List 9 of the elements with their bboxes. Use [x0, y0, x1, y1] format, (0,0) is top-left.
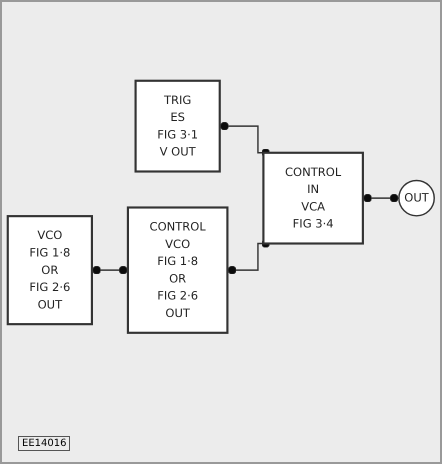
node-circle: OUT — [398, 180, 435, 217]
figure-code: EE14016 — [18, 436, 70, 451]
node-box: CONTROL VCO FIG 1·8 OR FIG 2·6 OUT — [126, 206, 228, 334]
connector — [362, 194, 399, 203]
connector — [227, 239, 270, 275]
connector — [92, 266, 128, 275]
node-box: CONTROL IN VCA FIG 3·4 — [262, 152, 364, 245]
node-box: VCO FIG 1·8 OR FIG 2·6 OUT — [6, 215, 93, 326]
node-box: TRIG ES FIG 3·1 V OUT — [134, 80, 221, 173]
